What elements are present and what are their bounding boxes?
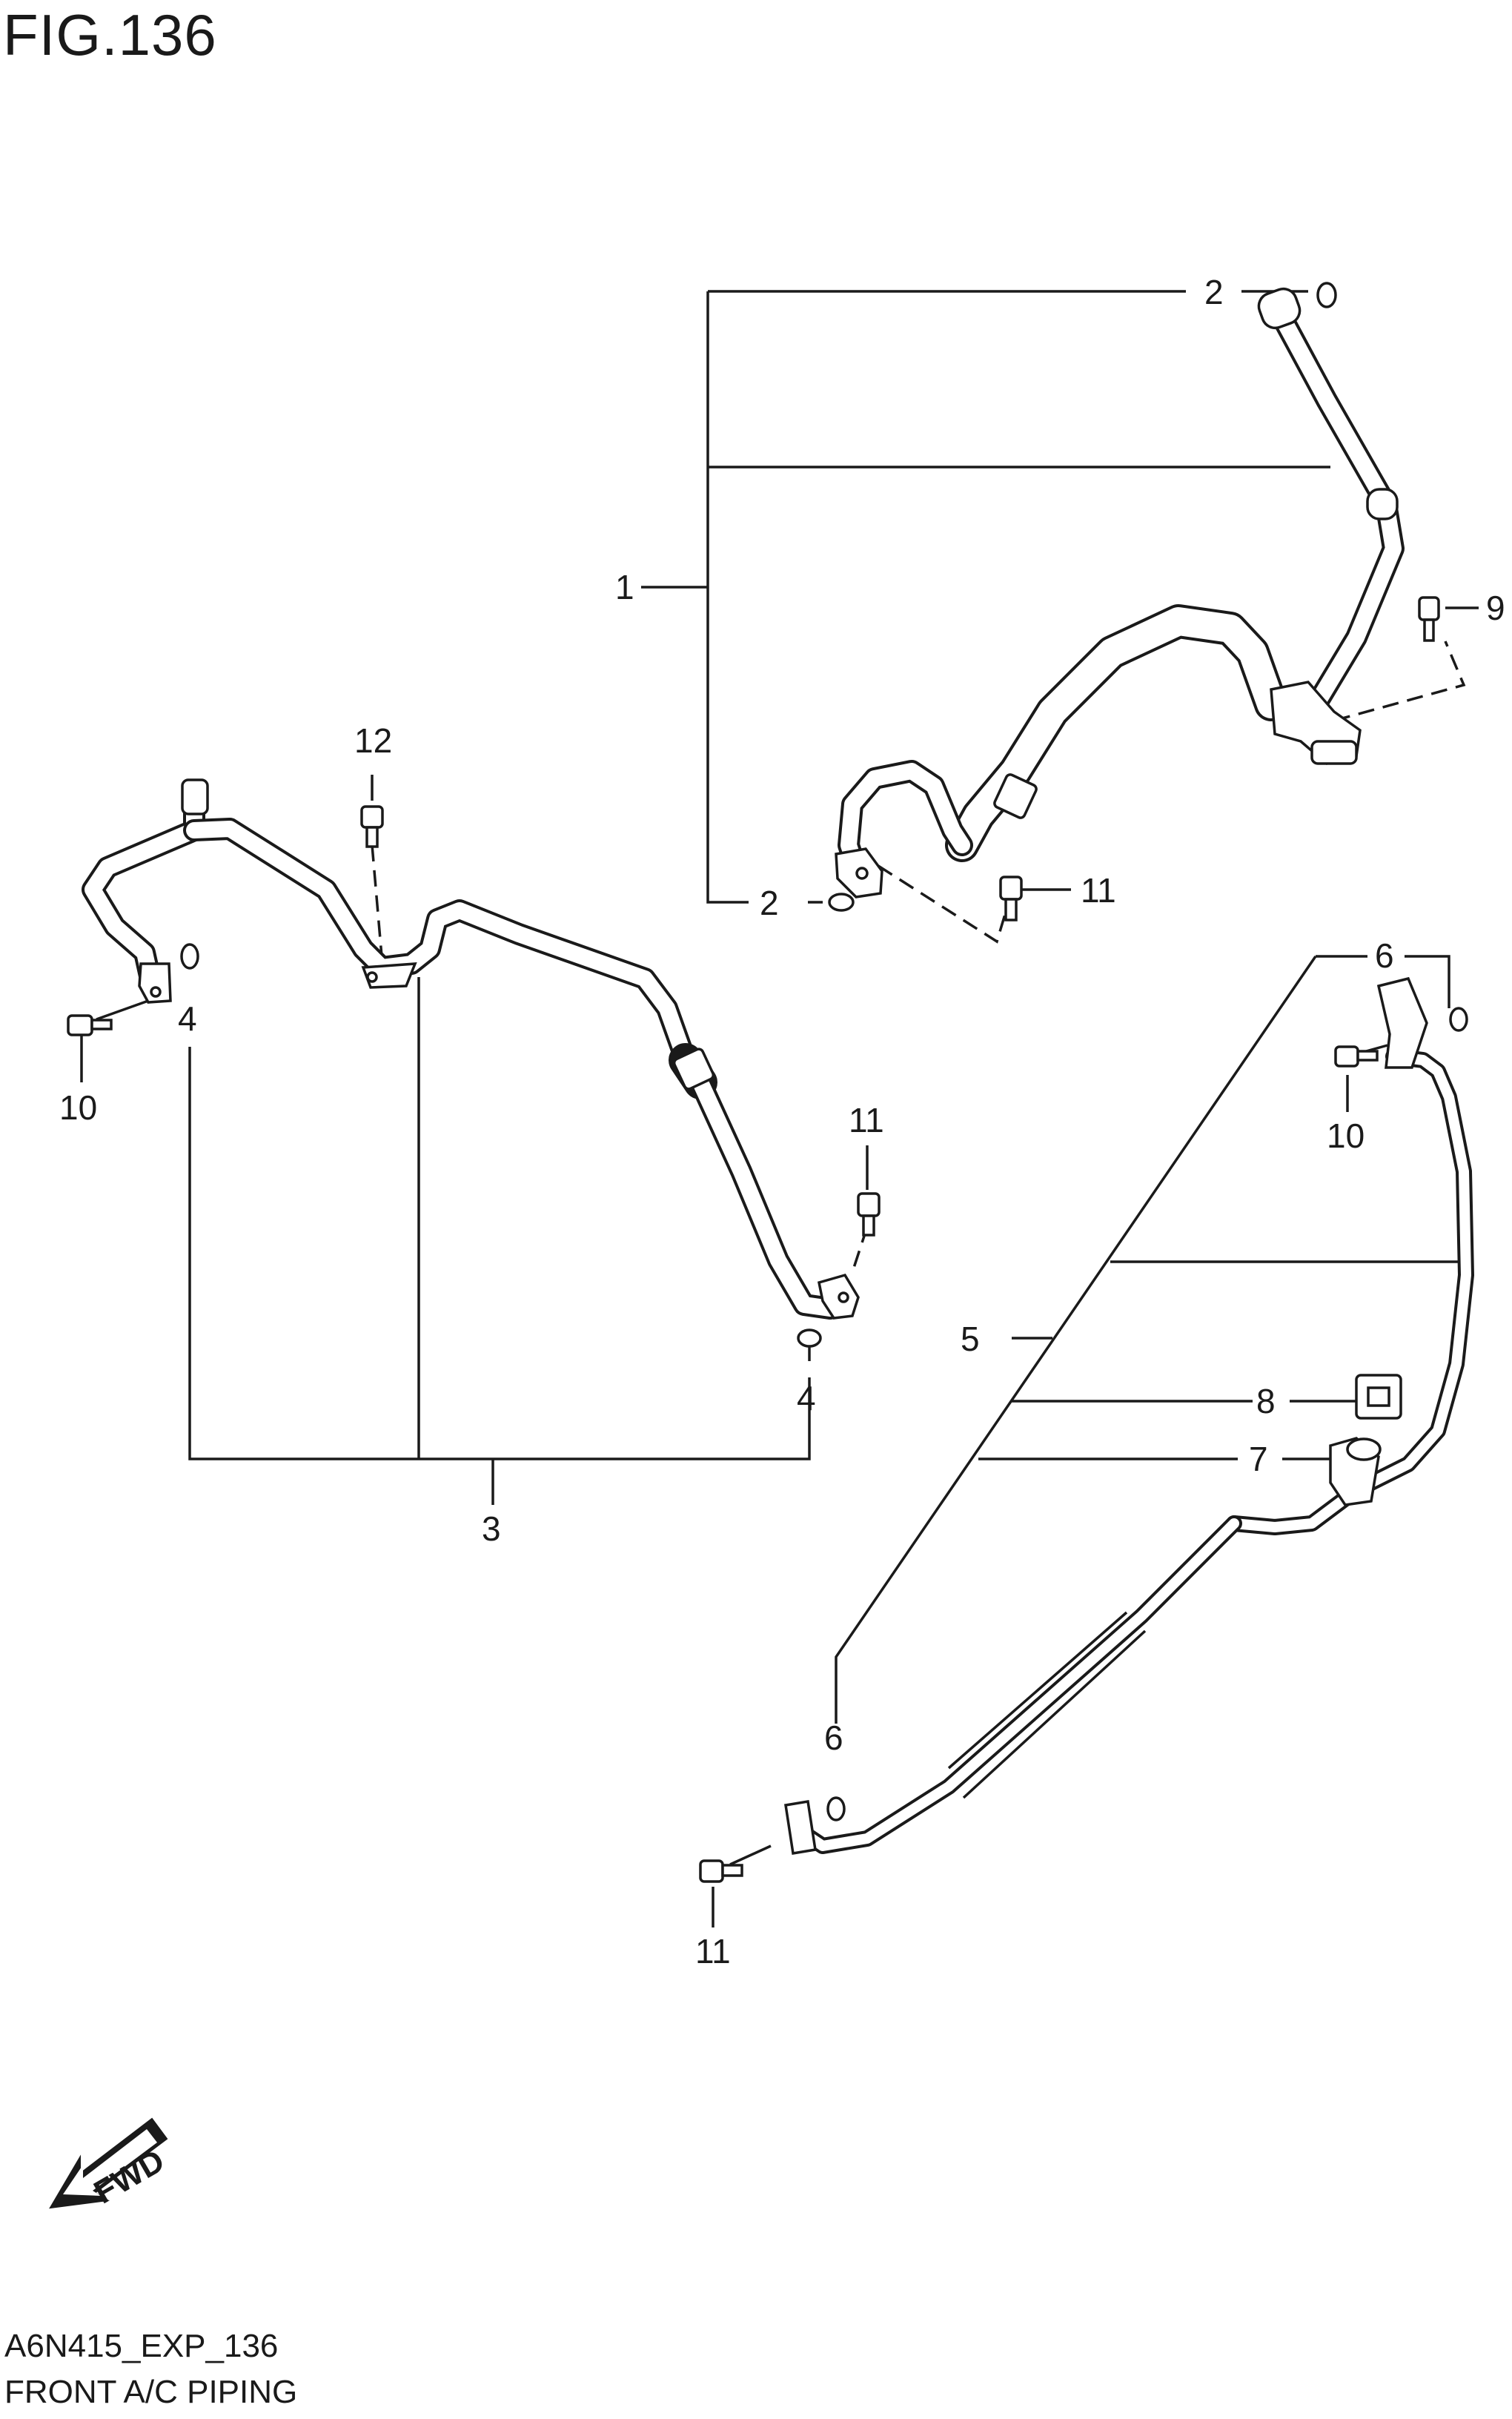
callout-9: 9 bbox=[1486, 589, 1505, 627]
o-ring-left-hose-end bbox=[828, 893, 855, 912]
bolt-10-right-icon bbox=[1334, 1045, 1379, 1068]
leader-lines-group-1 bbox=[641, 290, 1479, 944]
callout-1: 1 bbox=[615, 568, 634, 606]
figure-title: FIG.136 bbox=[3, 2, 217, 67]
callout-5: 5 bbox=[961, 1320, 980, 1358]
callout-11-middle: 11 bbox=[849, 1101, 884, 1139]
bolt-10-left-icon bbox=[67, 1014, 113, 1036]
leader-lines-group-3 bbox=[80, 775, 869, 1505]
callout-11-upper: 11 bbox=[1081, 871, 1116, 910]
callout-4-right: 4 bbox=[797, 1379, 816, 1417]
bolt-12-icon bbox=[360, 805, 384, 848]
bolt-9-icon bbox=[1418, 596, 1440, 642]
bolt-11-lower-icon bbox=[699, 1859, 743, 1883]
callout-10-right: 10 bbox=[1327, 1116, 1365, 1155]
callout-2-top: 2 bbox=[1204, 273, 1224, 311]
suction-pipe-assembly bbox=[784, 976, 1474, 1856]
callout-11-lower: 11 bbox=[695, 1932, 731, 1970]
callout-2-bottom: 2 bbox=[760, 884, 779, 922]
bolt-11-middle-icon bbox=[857, 1192, 881, 1237]
callout-7: 7 bbox=[1249, 1440, 1268, 1478]
callout-4-left: 4 bbox=[178, 999, 197, 1038]
bolt-11-upper-icon bbox=[999, 876, 1023, 921]
o-ring-6-bottom bbox=[826, 1796, 846, 1821]
callout-10-left: 10 bbox=[59, 1088, 97, 1127]
o-ring-right-end bbox=[797, 1328, 822, 1348]
fwd-arrow-icon: FWD bbox=[49, 2117, 170, 2211]
liquid-pipe-assembly bbox=[82, 778, 860, 1320]
diagram-code: A6N415_EXP_136 bbox=[4, 2328, 279, 2364]
o-ring-6-top bbox=[1449, 1007, 1468, 1032]
callout-12: 12 bbox=[354, 721, 392, 760]
pressure-hose-assembly bbox=[835, 287, 1405, 899]
callout-6-top: 6 bbox=[1375, 936, 1394, 975]
leader-lines-group-5 bbox=[712, 955, 1459, 1927]
callout-6-bottom: 6 bbox=[824, 1718, 843, 1757]
callout-3: 3 bbox=[482, 1509, 501, 1548]
diagram-name: FRONT A/C PIPING bbox=[4, 2374, 298, 2410]
callout-8: 8 bbox=[1256, 1382, 1276, 1420]
o-ring-top bbox=[1316, 282, 1337, 308]
o-ring-left-end bbox=[180, 943, 199, 970]
